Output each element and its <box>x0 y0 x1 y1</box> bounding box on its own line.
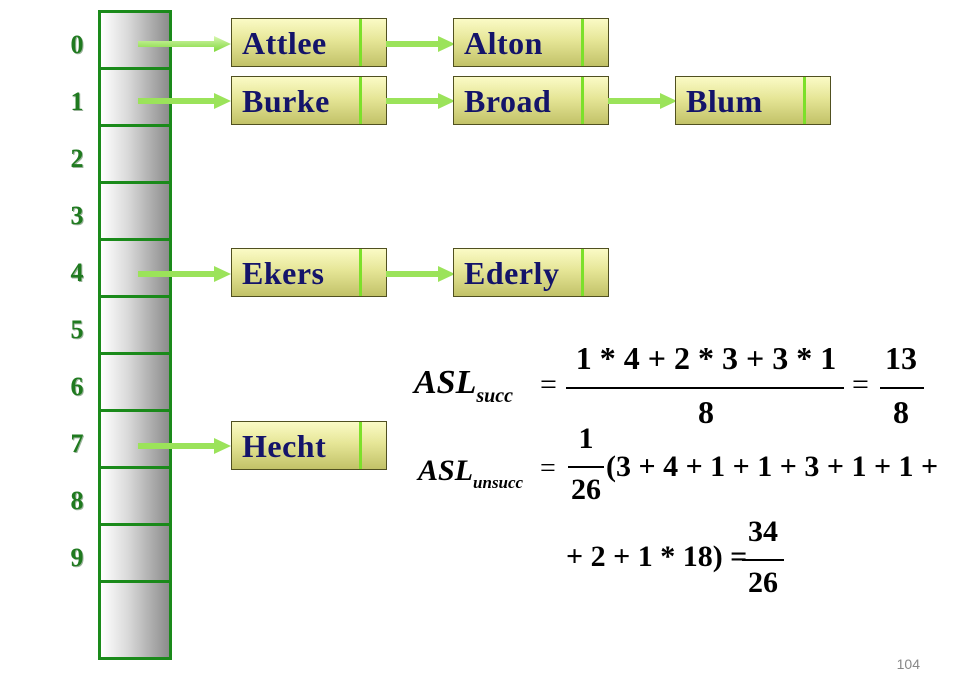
bucket-cell <box>101 241 169 298</box>
index-label: 9 <box>70 543 84 572</box>
arrow-icon <box>386 35 456 53</box>
arrow-icon <box>386 265 456 283</box>
formula-line: + 2 + 1 * 18) = <box>566 540 748 573</box>
list-node: Burke <box>231 76 387 125</box>
index-label: 1 <box>70 87 84 116</box>
list-node: Hecht <box>231 421 387 470</box>
node-name: Ederly <box>464 255 560 291</box>
node-name: Alton <box>464 25 543 61</box>
node-name: Attlee <box>242 25 327 61</box>
fraction-bar <box>566 387 844 389</box>
asl-label: ASL <box>418 454 474 487</box>
bucket-cell <box>101 526 169 583</box>
bucket-cell <box>101 469 169 526</box>
arrow-icon <box>608 92 678 110</box>
fraction-denominator: 8 <box>698 394 714 430</box>
asl-subscript: succ <box>476 385 514 407</box>
fraction-numerator: 1 <box>578 422 594 455</box>
fraction-bar <box>568 466 604 468</box>
node-name: Hecht <box>242 428 327 464</box>
index-label: 3 <box>70 201 84 230</box>
arrow-icon <box>138 265 232 283</box>
index-label: 6 <box>70 372 84 401</box>
list-node: Ederly <box>453 248 609 297</box>
node-pointer <box>581 77 584 124</box>
fraction-denominator: 26 <box>571 473 601 506</box>
bucket-cell <box>101 583 169 657</box>
fraction-numerator: 34 <box>748 515 778 548</box>
bucket-cell <box>101 298 169 355</box>
page-number: 104 <box>896 656 920 672</box>
node-pointer <box>359 422 362 469</box>
index-label: 5 <box>70 315 84 344</box>
fraction-numerator: 13 <box>885 340 917 376</box>
node-name: Broad <box>464 83 552 119</box>
node-name: Ekers <box>242 255 325 291</box>
index-label: 7 <box>70 429 84 458</box>
bucket-cell <box>101 355 169 412</box>
node-pointer <box>803 77 806 124</box>
index-label: 2 <box>70 144 84 173</box>
list-node: Ekers <box>231 248 387 297</box>
equals-sign: = <box>852 368 869 401</box>
node-name: Blum <box>686 83 763 119</box>
arrow-icon <box>138 437 232 455</box>
node-pointer <box>581 19 584 66</box>
list-node: Alton <box>453 18 609 67</box>
list-node: Broad <box>453 76 609 125</box>
arrow-icon <box>138 35 232 53</box>
bucket-cell <box>101 412 169 469</box>
fraction-numerator: 1 * 4 + 2 * 3 + 3 * 1 <box>575 340 837 376</box>
fraction-bar <box>880 387 924 389</box>
bucket-cell <box>101 127 169 184</box>
equals-sign: = <box>540 453 556 484</box>
index-label: 8 <box>70 486 84 515</box>
index-label: 4 <box>70 258 84 287</box>
fraction-denominator: 26 <box>748 566 778 599</box>
list-node: Blum <box>675 76 831 125</box>
node-pointer <box>359 19 362 66</box>
arrow-icon <box>138 92 232 110</box>
equals-sign: = <box>540 368 557 401</box>
list-node: Attlee <box>231 18 387 67</box>
bucket-cell <box>101 184 169 241</box>
hash-table <box>98 10 172 660</box>
index-label: 0 <box>70 30 84 59</box>
fraction-bar <box>742 559 784 561</box>
asl-subscript: unsucc <box>473 473 524 492</box>
fraction-denominator: 8 <box>893 394 909 430</box>
node-pointer <box>359 249 362 296</box>
node-pointer <box>581 249 584 296</box>
formula-line: (3 + 4 + 1 + 1 + 3 + 1 + 1 + <box>606 450 939 483</box>
node-pointer <box>359 77 362 124</box>
arrow-icon <box>386 92 456 110</box>
node-name: Burke <box>242 83 330 119</box>
asl-label: ASL <box>414 364 477 401</box>
